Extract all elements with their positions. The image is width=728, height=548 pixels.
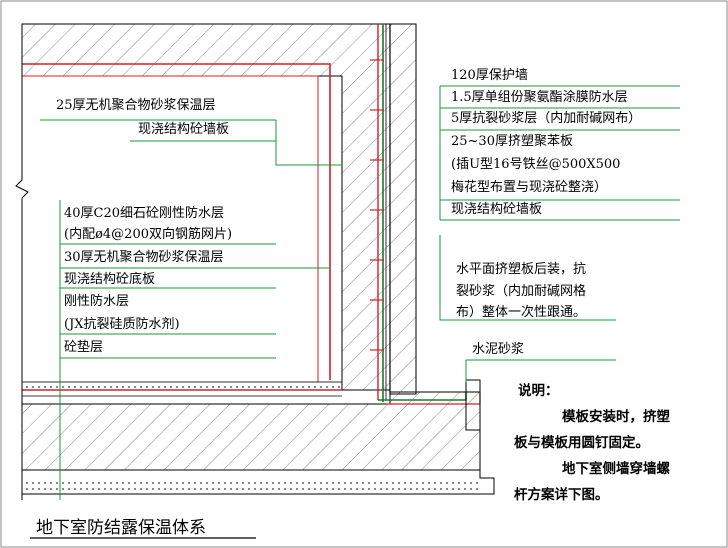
label-xps-board: 25~30厚挤塑聚苯板 [451, 134, 573, 149]
label-horizontal-note-2: 裂砂浆（内加耐碱网格 [456, 284, 587, 299]
cement-mortar-block [465, 379, 481, 431]
wall-insulation-line [22, 63, 331, 380]
protection-wall [389, 23, 417, 395]
label-inorganic-insulation-30: 30厚无机聚合物砂浆保温层 [64, 250, 224, 265]
notes-line-3: 地下室侧墙穿墙螺 [562, 461, 670, 477]
left-leaders [40, 119, 342, 359]
label-pu-membrane: 1.5厚单组份聚氨酯涂膜防水层 [451, 90, 628, 105]
right-leaders [439, 85, 680, 382]
label-cast-floor: 现浇结构砼底板 [64, 272, 156, 287]
floor-mortar-layer [21, 381, 343, 391]
label-c20-rigid-waterproof: 40厚C20细石砼刚性防水层 [64, 206, 225, 221]
label-u-wire: (插U型16号铁丝@500X500 [451, 157, 621, 172]
cushion-layer [22, 478, 480, 494]
wall-inner-line [22, 75, 319, 382]
label-rebar-mesh: (内配ø4@200双向钢筋网片) [64, 227, 233, 242]
label-protection-wall: 120厚保护墙 [451, 68, 528, 83]
label-crack-mortar: 5厚抗裂砂浆层（内加耐碱网布） [451, 111, 642, 126]
notes-heading: 说明： [518, 383, 559, 399]
label-inorganic-insulation-25: 25厚无机聚合物砂浆保温层 [56, 98, 216, 113]
label-jx-additive: (JX抗裂硅质防水剂) [64, 317, 180, 332]
label-rigid-waterproof: 刚性防水层 [64, 294, 130, 309]
notes-line-1: 模板安装时，挤塑 [562, 409, 670, 425]
break-line [15, 24, 29, 500]
notes-line-4: 杆方案详下图。 [514, 487, 609, 503]
label-horizontal-note-3: 布）整体一次性跟通。 [456, 305, 587, 320]
label-cast-wall-right: 现浇结构砼墙板 [451, 202, 543, 217]
u-wire-ties [370, 59, 384, 351]
label-cushion: 砼垫层 [64, 340, 104, 355]
label-quincunx: 梅花型布置与现浇砼整浇） [451, 180, 608, 195]
label-cement-mortar: 水泥砂浆 [472, 342, 525, 357]
drawing-title: 地下室防结露保温体系 [36, 518, 206, 538]
label-cast-wall: 现浇结构砼墙板 [138, 122, 230, 137]
notes-line-2: 板与模板用圆钉固定。 [514, 435, 649, 451]
label-horizontal-note-1: 水平面挤塑板后装，抗 [456, 262, 587, 277]
